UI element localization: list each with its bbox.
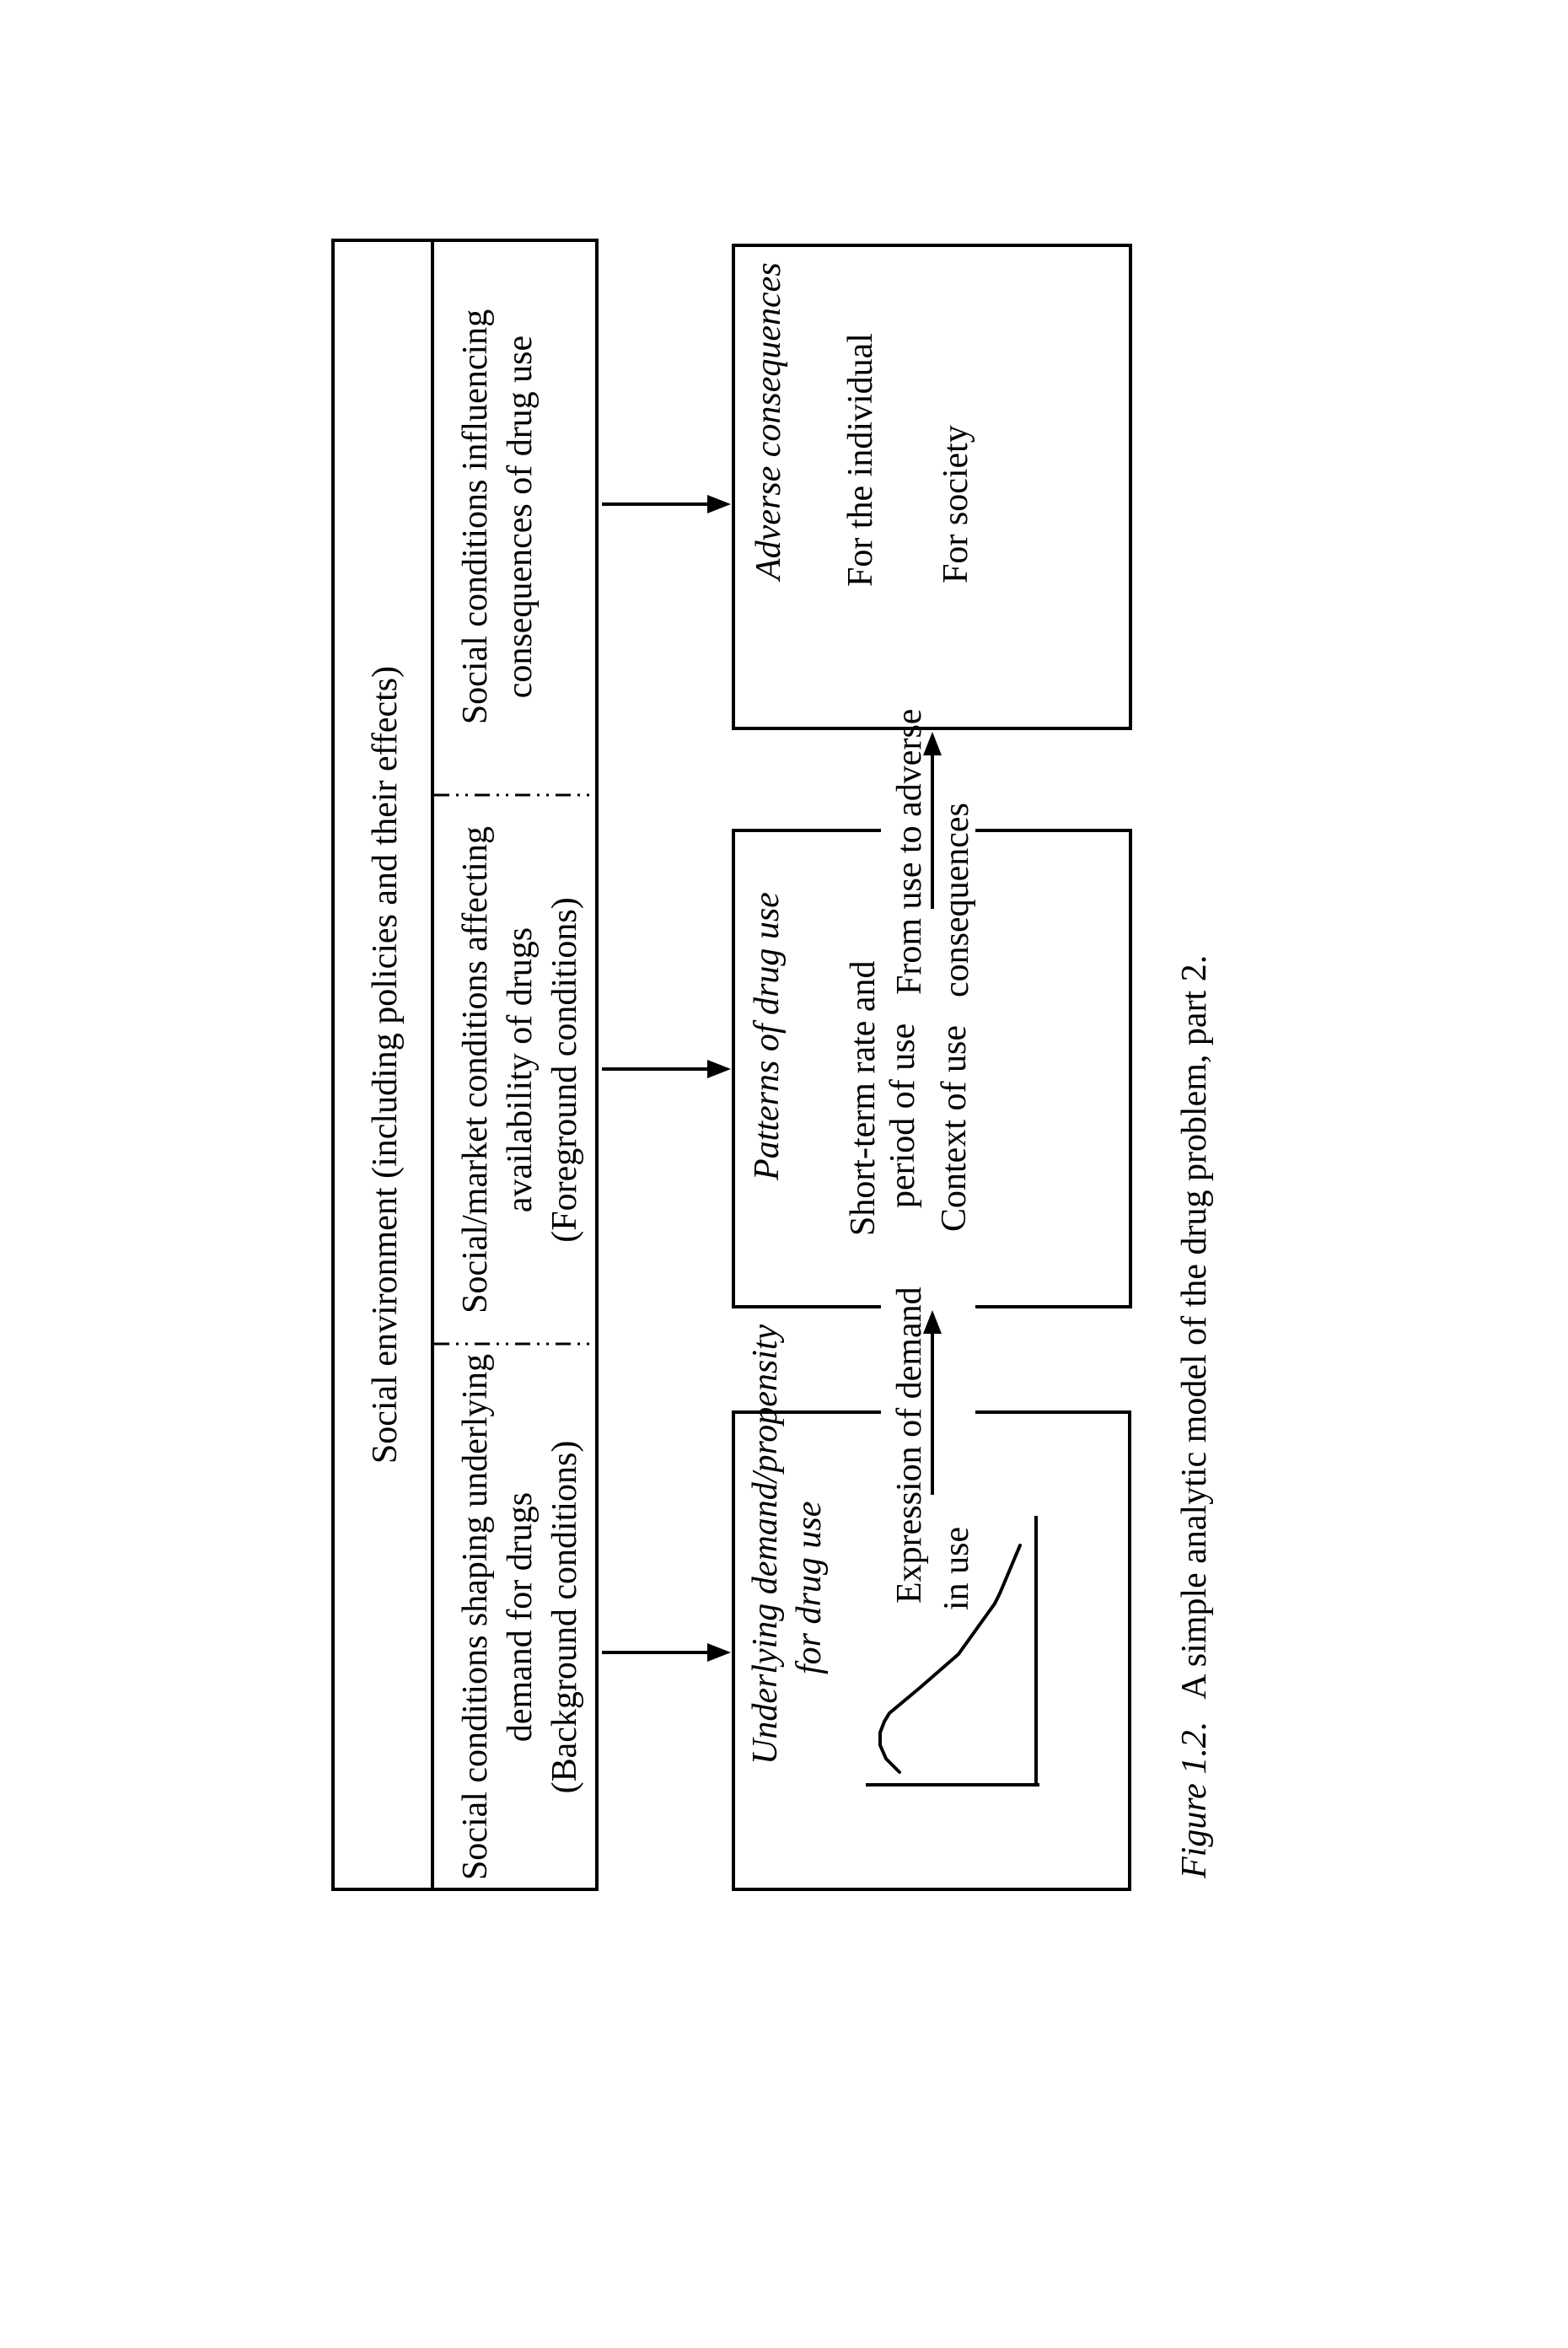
adverse-title: Adverse consequences [749,262,788,580]
cell-line: demand for drugs [501,1491,540,1743]
cell-line: Social conditions shaping underlying [456,1353,495,1881]
patterns-line-context: Context of use [935,1025,974,1232]
patterns-line-rate: Short-term rate and [844,960,883,1236]
patterns-line-period: period of use [883,1023,922,1208]
figure-caption-number: Figure 1.2. [1175,1721,1214,1878]
social-environment-title: Social environment (including policies a… [366,665,405,1464]
cell-consequence-conditions: Social conditions influencing consequenc… [454,243,543,791]
adverse-consequences-box: Adverse consequences For the individual … [732,244,1132,730]
cell-line: consequences of drug use [501,335,540,699]
flow-label-line: Expression of demand [890,1287,929,1604]
adverse-line-society: For society [937,425,975,583]
figure-caption: Figure 1.2. A simple analytic model of th… [1174,955,1215,1878]
underlying-demand-title-line2: for drug use [790,1501,829,1674]
cell-line: (Background conditions) [545,1440,584,1794]
cell-background-conditions: Social conditions shaping underlying dem… [454,1351,588,1883]
cell-line: availability of drugs [501,927,540,1213]
arrow-environment-to-adverse [602,495,731,513]
flow-label-line: consequences [937,803,976,997]
environment-header-divider [431,239,434,1891]
patterns-title: Patterns of drug use [748,892,787,1180]
arrow-environment-to-underlying [602,1643,731,1662]
flow-label-line: From use to adverse [890,708,929,995]
cell-line: (Foreground conditions) [545,897,584,1243]
figure-1-2-rotated-diagram: Social environment (including policies a… [331,239,1233,1905]
underlying-demand-title-line1: Underlying demand/propensity [746,1324,785,1765]
cell-line: Social/market conditions affecting [456,826,495,1314]
flow-label-expression-of-demand: Expression of demand in use [881,1287,976,1619]
flow-label-line: in use [937,1526,976,1610]
adverse-line-individual: For the individual [841,333,880,587]
arrow-environment-to-patterns [602,1060,731,1078]
cell-line: Social conditions influencing [456,309,495,725]
figure-caption-text: A simple analytic model of the drug prob… [1175,954,1214,1700]
cell-foreground-conditions: Social/market conditions affecting avail… [454,800,588,1340]
flow-label-use-to-adverse: From use to adverse consequences [881,709,976,1003]
